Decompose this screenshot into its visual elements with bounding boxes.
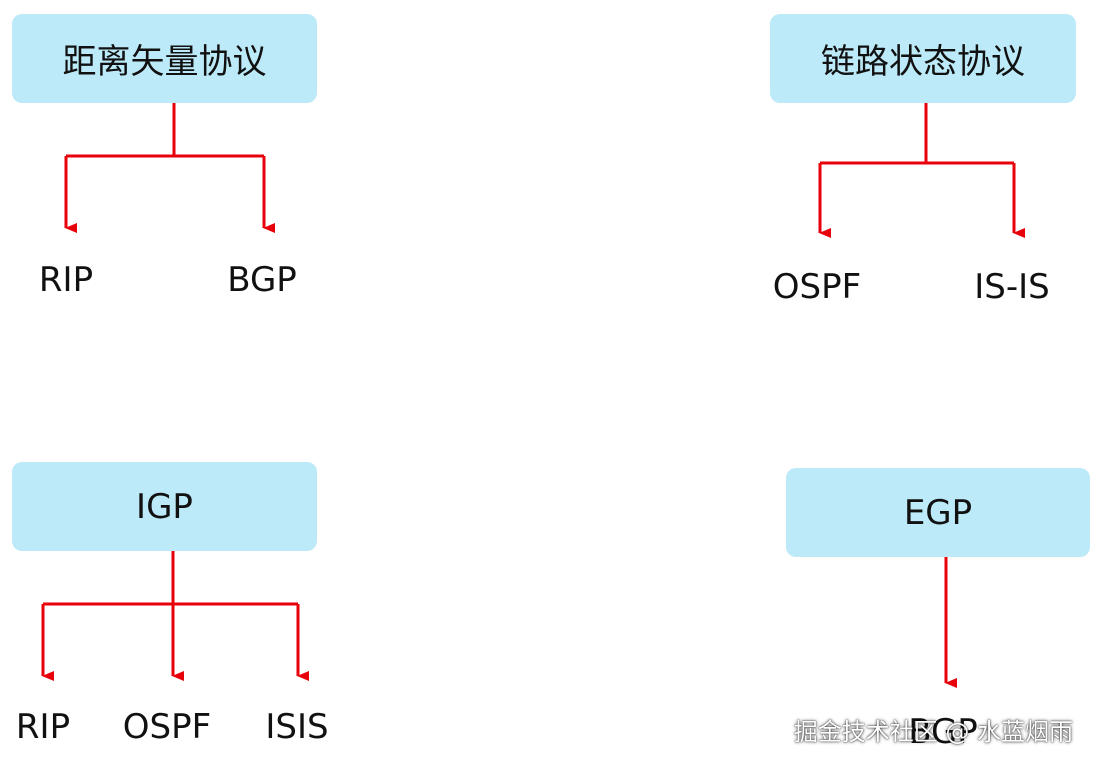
link-state-label: 链路状态协议 [821,42,1025,82]
distance-vector-box: 距离矢量协议 [12,14,317,103]
egp-label: EGP [903,492,973,533]
link-state-box: 链路状态协议 [770,14,1076,103]
ls-leaf-ospf: OSPF [772,267,862,307]
igp-leaf-ospf: OSPF [122,707,212,747]
egp-leaf-bgp: BGP [908,712,978,752]
ls-leaf-isis: IS-IS [974,267,1050,307]
dv-leaf-rip: RIP [38,260,94,300]
igp-leaf-isis: ISIS [265,707,329,747]
igp-label: IGP [136,486,193,527]
distance-vector-label: 距离矢量协议 [62,42,267,82]
igp-leaf-rip: RIP [15,707,71,747]
igp-box: IGP [12,462,317,551]
watermark: 掘金技术社区 @ 水蓝烟雨 [793,718,1073,746]
dv-leaf-bgp: BGP [227,260,297,300]
egp-box: EGP [786,468,1090,557]
